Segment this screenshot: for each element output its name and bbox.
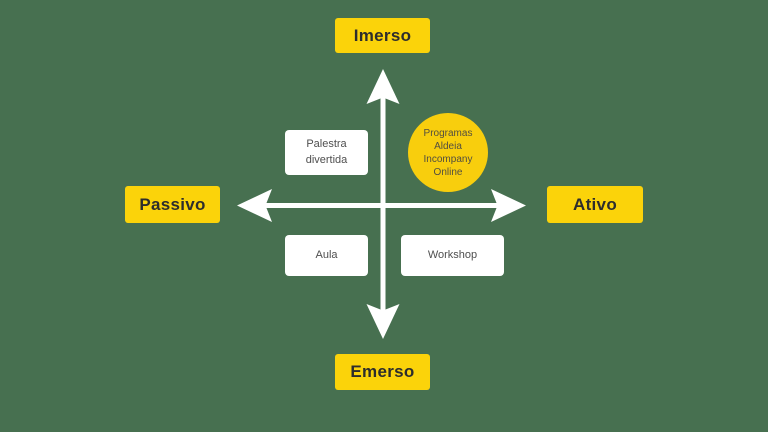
- axis-label-passivo: Passivo: [125, 186, 220, 223]
- arrowhead-left-icon: [237, 189, 272, 222]
- card-aula: Aula: [285, 235, 368, 276]
- arrowhead-right-icon: [491, 189, 526, 222]
- bubble-programas-aldeia-incompany-online: Programas Aldeia Incompany Online: [408, 113, 488, 192]
- arrowhead-down-icon: [366, 304, 400, 339]
- axis-label-imerso: Imerso: [335, 18, 430, 53]
- card-workshop: Workshop: [401, 235, 504, 276]
- arrowhead-up-icon: [366, 69, 400, 104]
- axis-label-emerso: Emerso: [335, 354, 430, 390]
- axis-label-ativo: Ativo: [547, 186, 643, 223]
- horizontal-axis-line: [264, 203, 498, 208]
- card-palestra-divertida: Palestra divertida: [285, 130, 368, 175]
